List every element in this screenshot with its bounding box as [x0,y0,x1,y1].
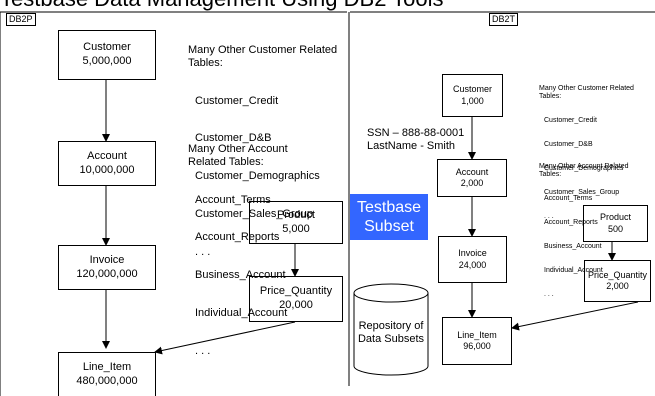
db2p-lineitem-count: 480,000,000 [76,375,138,387]
db2p-customer-table: Customer 5,000,000 [58,30,156,80]
db2p-account-table-item: Individual_Account [195,306,288,319]
testbase-line2: Subset [364,218,414,235]
db2p-account-table-item: Account_Terms [195,193,271,206]
db2t-lineitem-table: Line_Item 96,000 [442,317,512,365]
db2t-account-name: Account [455,166,489,177]
db2t-lineitem-count: 96,000 [463,341,491,351]
db2p-invoice-table: Invoice 120,000,000 [58,245,156,290]
db2t-account-table: Account 2,000 [437,159,507,197]
db2t-customer-table-item: Customer_D&B [544,141,593,148]
db2t-customer-table: Customer 1,000 [442,74,503,117]
db2t-account-table-item: . . . [544,291,554,298]
db2p-customer-tables-heading: Many Other Customer Related Tables: [188,44,338,69]
repository-cylinder [353,283,429,376]
db2t-account-table-item: Account_Reports [544,219,598,226]
db2p-account-table-item: Business_Account [195,269,286,282]
db2t-customer-table-item: Customer_Sales_Group [544,189,620,196]
db2t-price-lineitem-arrow [511,301,639,331]
db2p-account-count: 10,000,000 [79,163,135,176]
db2t-customer-count: 1,000 [461,95,484,106]
db2t-customer-tables-heading: Many Other Customer Related Tables: [539,85,634,100]
testbase-line1: Testbase [356,199,422,216]
db2t-invoice-name: Invoice [458,248,487,259]
db2t-product-table: Product 500 [583,205,648,242]
db2t-price-quantity-name: Price_Quantity [587,269,648,280]
db2p-account-related-tables: Many Other Account Related Tables: Accou… [188,118,288,382]
db2t-account-table-item: Individual_Account [544,267,603,274]
db2t-invoice-table: Invoice 24,000 [438,236,507,283]
db2p-invoice-count: 120,000,000 [76,267,138,280]
diagram-title: Testbase Data Management Using DB2 Tools [0,0,444,12]
db2t-label: DB2T [489,13,519,26]
db2p-customer-related-tables: Many Other Customer Related Tables: Cust… [188,19,337,283]
db2p-customer-table-item: Customer_Sales_Group [195,207,314,220]
db2t-customer-table-item: Customer_Demographics [544,165,624,172]
subset-criteria: SSN – 888-88-0001 LastName - Smith [367,127,465,152]
db2p-account-table-item: . . . [195,344,211,357]
db2p-lineitem-name: Line_Item [82,361,132,374]
db2t-account-related-tables: Many Other Account Related Tables: Accou… [539,147,629,315]
db2p-customer-count: 5,000,000 [82,55,132,67]
db2t-price-quantity-table: Price_Quantity 2,000 [584,260,651,302]
db2p-customer-table-item: Customer_Credit [195,94,279,107]
db2p-product-table: Product 5,000 [249,201,343,244]
db2p-account-table-item: Account_Reports [195,231,280,244]
db2p-price-quantity-table: Price_Quantity 20,000 [249,276,343,322]
db2p-product-count: 5,000 [282,222,310,235]
db2t-customer-related-tables: Many Other Customer Related Tables: Cust… [539,69,634,237]
db2p-customer-table-item: . . . [195,245,211,258]
db2p-account-table: Account 10,000,000 [58,141,156,186]
db2p-price-lineitem-arrow [154,321,296,355]
db2t-customer-table-item: Customer_Credit [544,117,597,124]
db2t-account-tables-heading: Many Other Account Related Tables: [539,163,629,178]
db2t-account-table-item: Business_Account [544,243,602,250]
db2p-price-quantity-name: Price_Quantity [259,285,333,298]
db2p-customer-table-item: Customer_Demographics [195,170,320,183]
db2t-product-name: Product [599,212,632,223]
db2t-customer-name: Customer [452,84,492,95]
db2t-customer-table-item: . . . [544,213,554,220]
db2p-account-name: Account [87,149,127,162]
db2p-lineitem-table: Line_Item 480,000,000 [58,352,156,396]
db2t-lineitem-name: Line_Item [457,329,497,340]
db2t-invoice-count: 24,000 [458,259,487,270]
db2t-product-count: 500 [607,223,624,234]
db2p-label: DB2P [6,13,36,26]
db2p-price-quantity-count: 20,000 [279,299,313,311]
db2p-customer-table-item: Customer_D&B [195,132,272,145]
db2p-customer-name: Customer [83,41,131,54]
db2t-price-quantity-count: 2,000 [606,281,629,291]
repository-label: Repository of Data Subsets [357,320,425,345]
db2p-invoice-name: Invoice [89,253,125,266]
db2t-account-table-item: Account_Terms [544,195,593,202]
db2p-account-tables-heading: Many Other Account Related Tables: [188,143,288,168]
testbase-subset-badge: Testbase Subset [350,194,428,240]
db2p-product-name: Product [277,208,315,221]
db2t-account-count: 2,000 [460,178,484,188]
